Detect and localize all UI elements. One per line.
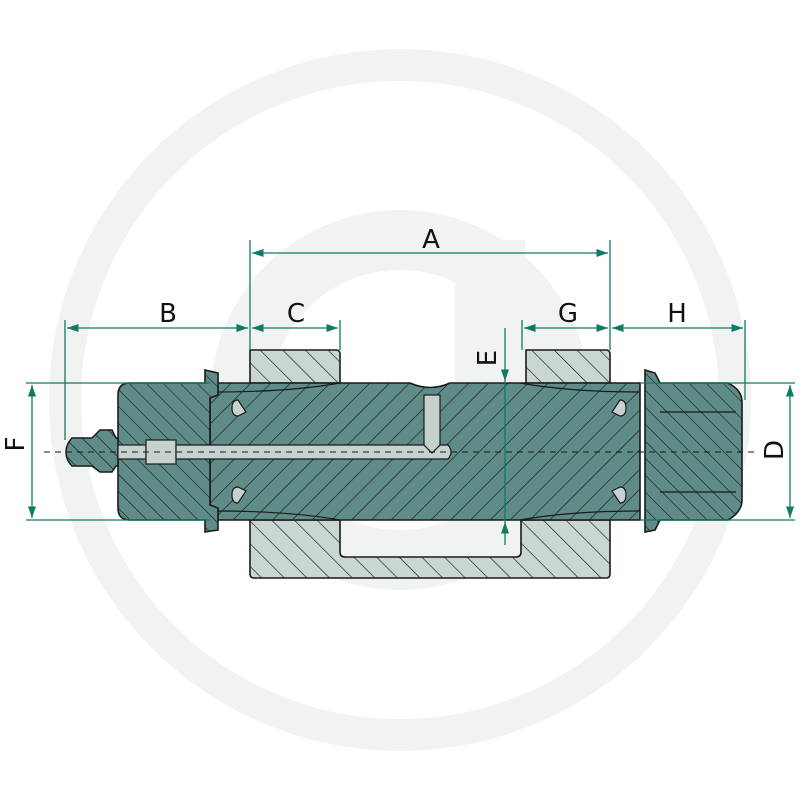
dim-label-g: G [558, 299, 578, 329]
grease-nipple [65, 429, 119, 473]
dim-label-c: C [287, 299, 305, 329]
right-bushing [525, 349, 611, 384]
dim-label-h: H [667, 299, 687, 329]
dim-label-a: A [422, 225, 440, 255]
left-bushing [249, 349, 341, 384]
right-end-cap [644, 368, 743, 533]
dim-label-b: B [159, 299, 177, 329]
dim-label-e: E [473, 350, 503, 366]
dim-label-f: F [1, 437, 31, 452]
dim-label-d: D [760, 440, 790, 460]
dimension-lines [26, 240, 795, 545]
